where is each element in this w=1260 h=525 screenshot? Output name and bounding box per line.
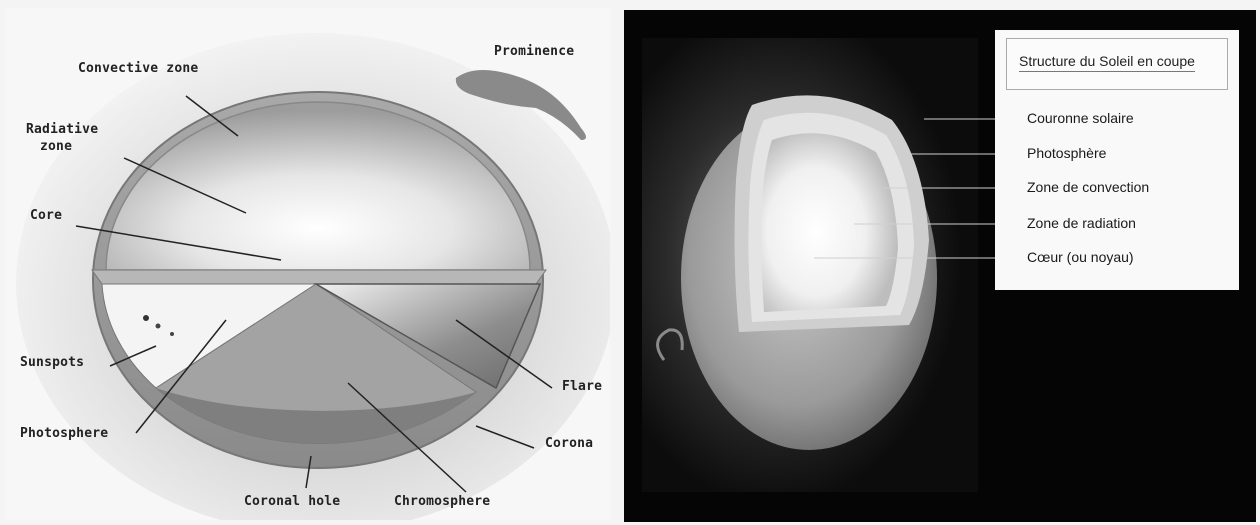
label-couronne-solaire: Couronne solaire bbox=[1027, 110, 1134, 126]
label-zone-radiation: Zone de radiation bbox=[1027, 215, 1136, 231]
label-coronal-hole: Coronal hole bbox=[244, 494, 340, 509]
sunspot bbox=[156, 324, 161, 329]
sun-cutaway-illustration bbox=[6, 8, 610, 520]
english-sun-diagram: Prominence Convective zone Radiative zon… bbox=[6, 8, 610, 520]
cut-plane bbox=[92, 270, 546, 284]
label-sunspots: Sunspots bbox=[20, 355, 84, 370]
label-core: Core bbox=[30, 208, 62, 223]
legend-title: Structure du Soleil en coupe bbox=[1019, 53, 1195, 72]
label-corona: Corona bbox=[545, 436, 593, 451]
sunspot bbox=[143, 315, 149, 321]
label-photosphere: Photosphere bbox=[20, 426, 108, 441]
label-radiative-zone-line1: Radiative bbox=[26, 122, 98, 137]
label-convective-zone: Convective zone bbox=[78, 61, 198, 76]
label-chromosphere: Chromosphere bbox=[394, 494, 490, 509]
label-photosphere-fr: Photosphère bbox=[1027, 145, 1106, 161]
label-prominence: Prominence bbox=[494, 44, 574, 59]
label-flare: Flare bbox=[562, 379, 602, 394]
label-radiative-zone-line2: zone bbox=[40, 139, 72, 154]
core-layer bbox=[761, 133, 898, 312]
label-coeur: Cœur (ou noyau) bbox=[1027, 249, 1134, 265]
label-zone-convection: Zone de convection bbox=[1027, 179, 1149, 195]
sunspot bbox=[170, 332, 174, 336]
legend-title-box: Structure du Soleil en coupe bbox=[1006, 38, 1228, 90]
french-sun-diagram: Structure du Soleil en coupe Couronne so… bbox=[624, 10, 1256, 522]
